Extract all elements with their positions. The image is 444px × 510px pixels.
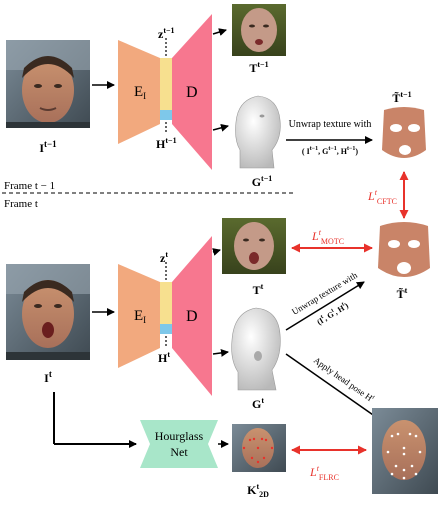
- z-curr-label: zt: [160, 250, 168, 265]
- h-curr-label: Ht: [158, 350, 170, 365]
- geometry-bust-curr: [231, 307, 281, 391]
- decoder-prev: [172, 14, 212, 170]
- latent-z-prev: [160, 58, 172, 110]
- unwrapped-prev-label: T̃t−1: [392, 90, 411, 105]
- texture-image-curr: [222, 218, 286, 274]
- hourglass-net: [140, 420, 218, 468]
- unwrapped-texture-curr: [378, 222, 430, 277]
- frame-curr-label: Frame t: [4, 198, 38, 210]
- landmarks-2d-image: [232, 424, 286, 472]
- loss-motc: LtMOTC: [311, 228, 344, 246]
- geometry-curr-label: Gt: [252, 396, 264, 411]
- latent-h-curr: [160, 324, 172, 334]
- texture-image-prev: [232, 4, 286, 56]
- unwrapped-curr-label: T̃t: [397, 286, 408, 301]
- hourglass-line1: Hourglass: [155, 429, 204, 443]
- input-prev-label: It−1: [39, 139, 57, 155]
- loss-flrc: LtFLRC: [309, 464, 339, 482]
- hourglass-line2: Net: [170, 445, 188, 459]
- encoder-prev: [118, 40, 160, 144]
- unwrap-curr-args: (It, Gt, Ht): [315, 300, 350, 327]
- projected-landmarks-image: [372, 408, 438, 494]
- geometry-prev-label: Gt−1: [252, 174, 273, 189]
- input-curr-label: It: [44, 369, 52, 385]
- frame-prev-label: Frame t − 1: [4, 180, 55, 192]
- unwrapped-texture-prev: [382, 107, 426, 158]
- input-image-curr: [6, 264, 90, 360]
- decoder-prev-label: D: [186, 84, 198, 101]
- latent-z-curr: [160, 282, 172, 324]
- loss-cftc: LtCFTC: [367, 188, 397, 206]
- encoder-curr: [118, 264, 160, 368]
- encoder-prev-label: EI: [134, 84, 146, 101]
- decoder-curr-label: D: [186, 308, 198, 325]
- latent-h-prev: [160, 110, 172, 120]
- h-prev-label: Ht−1: [156, 136, 177, 151]
- encoder-curr-label: EI: [134, 308, 146, 325]
- texture-curr-label: Tt: [253, 282, 264, 297]
- input-image-prev: [6, 40, 90, 128]
- unwrap-prev-text: Unwrap texture with: [289, 119, 372, 130]
- landmarks-2d-label: Kt2D: [247, 482, 269, 499]
- unwrap-prev-args: ( It−1, Gt−1, Ht−1): [302, 146, 359, 156]
- geometry-bust-prev: [235, 95, 281, 169]
- texture-prev-label: Tt−1: [249, 60, 268, 75]
- unwrap-curr-text: Unwrap texture with: [290, 270, 359, 317]
- decoder-curr: [172, 236, 212, 396]
